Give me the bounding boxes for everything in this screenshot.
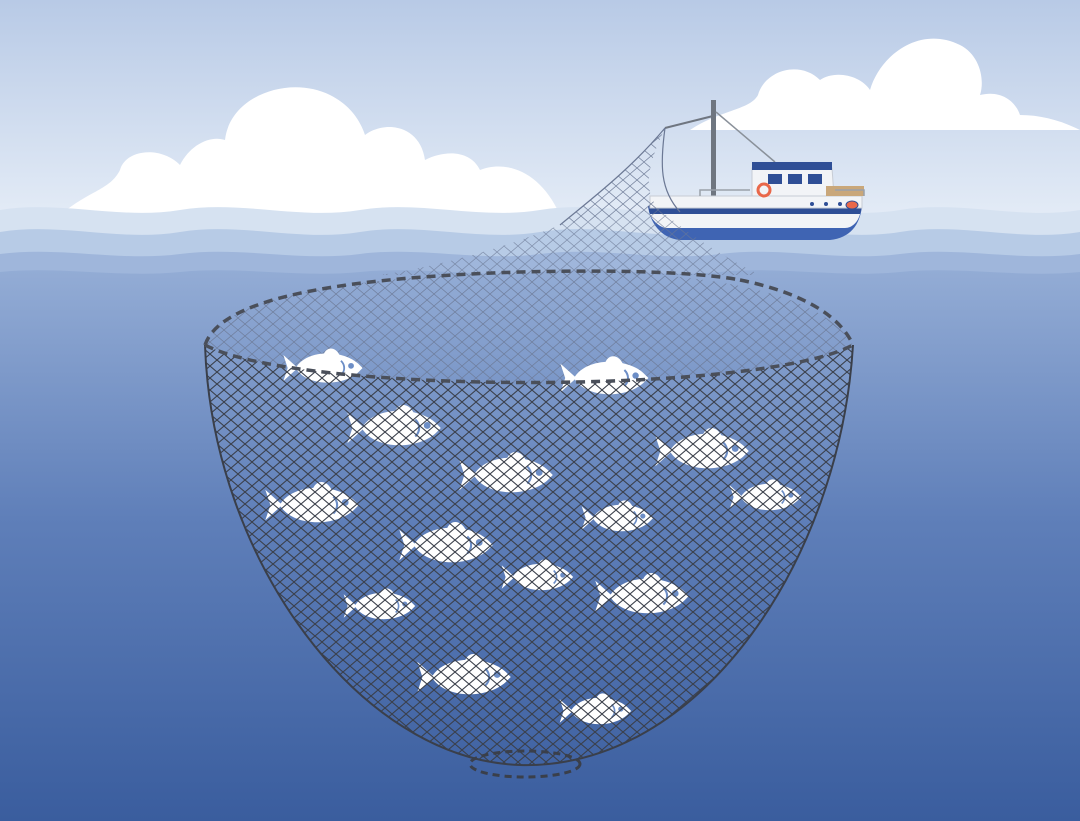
cloud-icon xyxy=(690,38,1080,130)
lifebuoy-icon xyxy=(756,182,772,198)
fishing-boat-icon xyxy=(648,100,865,240)
cloud-icon xyxy=(60,87,560,215)
net-rigging-lower xyxy=(380,210,760,275)
net-rigging xyxy=(560,128,665,225)
net-mouth xyxy=(205,271,853,383)
